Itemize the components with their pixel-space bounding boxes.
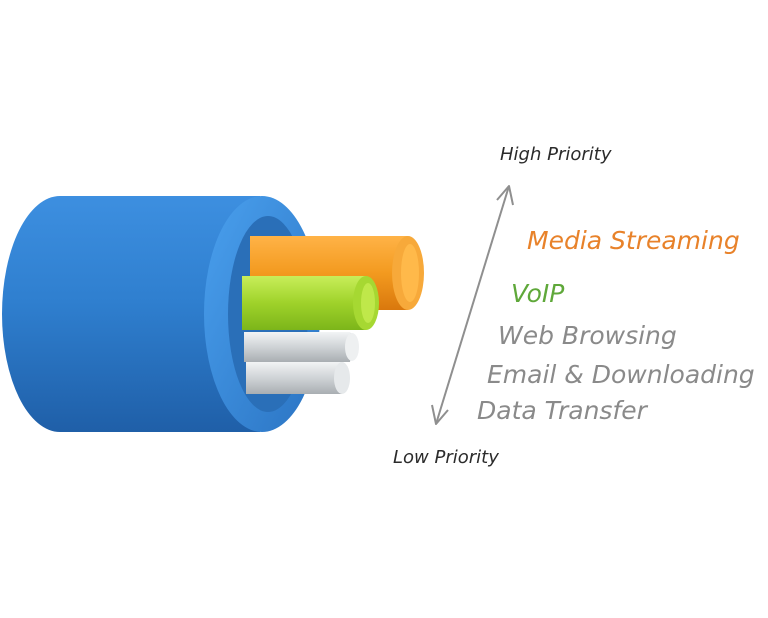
strand-data bbox=[244, 332, 359, 394]
service-web-browsing: Web Browsing bbox=[498, 321, 677, 350]
priority-axis-arrow bbox=[431, 185, 514, 425]
service-voip: VoIP bbox=[511, 279, 565, 308]
low-priority-label: Low Priority bbox=[393, 447, 499, 468]
high-priority-label: High Priority bbox=[500, 144, 612, 165]
service-data-transfer: Data Transfer bbox=[477, 396, 647, 425]
strand-voip bbox=[242, 276, 379, 330]
service-email-downloading: Email & Downloading bbox=[487, 360, 755, 389]
service-media-streaming: Media Streaming bbox=[527, 226, 740, 255]
